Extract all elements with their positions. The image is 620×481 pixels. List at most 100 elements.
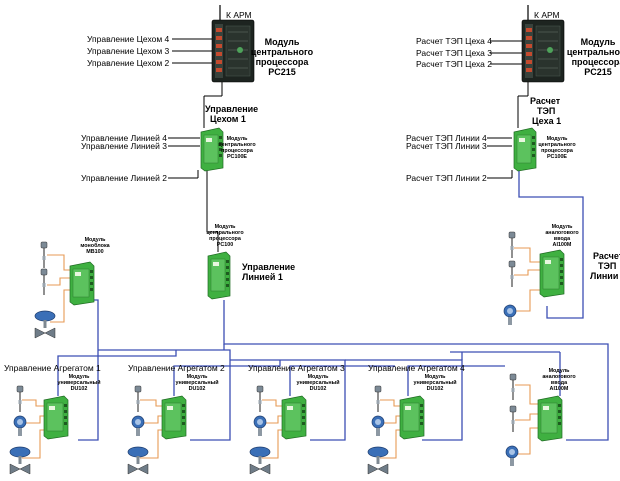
right-shop1-line-3: Цеха 1 [532,116,561,126]
right-pc100e-line-4: PC100E [547,154,567,160]
left-pc215-line-4: PC215 [268,67,296,77]
right-ai-transmitter-icon [503,304,517,325]
left-shop1-line-2: Цехом 1 [210,114,246,124]
aggregate-3-title: Управление Агрегатом 3 [248,363,345,373]
aggregate-4-title: Управление Агрегатом 4 [368,363,465,373]
left-pc100e-line-2: центрального [218,142,256,148]
right-ai-sensor-2-icon [508,260,516,287]
left-shop1-line-1: Управление [205,104,258,114]
left-pc100-line-3: процессора [209,236,242,242]
left-arm-label: К АРМ [226,10,252,20]
aggregate-1-du102-module [43,395,69,440]
right-shop-input-2: Расчет ТЭП Цеха 2 [416,59,492,69]
right-ai-sensor-1-icon [508,231,516,258]
mb100-sensor-1-icon [40,241,48,268]
right-pc215-line-4: PC215 [584,67,612,77]
left-shop-input-3: Управление Цехом 3 [87,46,170,56]
right-line-input-4: Расчет ТЭП Линии 4 [406,133,487,143]
right-line1-line-1: Расчет [593,251,620,261]
right-pc215-line-2: центрального [567,47,620,57]
aggregate-2-title: Управление Агрегатом 2 [128,363,225,373]
right-ai100m-line-3: ввода [554,236,571,242]
left-line1-line-2: Линией 1 [242,272,283,282]
left-pc100-line-4: PC100 [217,242,233,248]
left-line1-line-1: Управление [242,262,295,272]
aggregate-4-module-label: Модуль универсальный DU102 [413,374,456,392]
agg1-mod-line-2: универсальный [57,379,100,386]
right-pc100e-line-3: процессора [541,148,574,154]
bottom-ai-line-3: ввода [551,380,568,386]
right-shop-input-3: Расчет ТЭП Цеха 3 [416,48,492,58]
right-shop-input-4: Расчет ТЭП Цеха 4 [416,36,492,46]
agg1-mod-line-3: DU102 [71,386,88,392]
labels: К АРМ Управление Цехом 4 Управление Цехо… [4,10,620,392]
left-pc100-label: Модуль центрального процессора PC100 [206,224,244,248]
aggregate-4-du102-module [399,395,425,440]
left-pc215-line-3: процессора [256,57,310,67]
left-shop-input-4: Управление Цехом 4 [87,34,170,44]
right-ai100m-line-4: AI100M [553,242,572,248]
right-pc100e-module [513,127,537,172]
mb100-sensor-2-icon [40,268,48,295]
aggregate-3-transmitter-icon [253,415,267,436]
left-pc100e-line-1: Модуль [227,136,249,142]
right-arm-label: К АРМ [534,10,560,20]
aggregate-3-sensor-icon [256,385,264,412]
left-pc100e-module [200,127,224,172]
bottom-ai-line-4: AI100M [550,386,569,392]
bottom-ai-sensor-2-icon [509,405,517,432]
bottom-ai100m-label: Модуль аналогового ввода AI100M [542,368,576,392]
right-ai100m-module [539,249,565,298]
left-pc100e-line-4: PC100E [227,154,247,160]
left-pc100-line-2: центрального [206,230,244,236]
right-line-input-3: Расчет ТЭП Линии 3 [406,141,487,151]
aggregate-3-valve-icon [249,446,271,475]
bottom-ai-line-2: аналогового [542,374,576,380]
connection-lines [22,5,609,459]
aggregate-1-valve-icon [9,446,31,475]
left-pc100-module [207,251,231,300]
aggregate-2-transmitter-icon [131,415,145,436]
agg3-mod-line-1: Модуль [308,374,330,380]
aggregate-2-valve-icon [127,446,149,475]
aggregate-4-transmitter-icon [371,415,385,436]
right-shop1-line-2: ТЭП [537,106,555,116]
agg2-mod-line-1: Модуль [187,374,209,380]
bottom-ai-sensor-1-icon [509,373,517,400]
bottom-ai-transmitter-icon [505,445,519,466]
left-line-input-2: Управление Линией 2 [81,173,167,183]
devices [9,19,565,475]
bottom-ai100m-module [537,395,563,442]
right-line1-line-3: Линии 1 [590,271,620,281]
mb100-line-2: моноблока [80,242,110,249]
agg4-mod-line-3: DU102 [427,386,444,392]
mb100-line-1: Модуль [85,237,107,243]
left-pc215-label: Модуль центрального процессора PC215 [251,37,314,77]
mb100-valve-icon [34,310,56,339]
agg2-mod-line-2: универсальный [175,379,218,386]
aggregate-2-sensor-icon [134,385,142,412]
aggregate-2-module-label: Модуль универсальный DU102 [175,374,218,392]
right-line-input-2: Расчет ТЭП Линии 2 [406,173,487,183]
aggregate-4-valve-icon [367,446,389,475]
right-pc100e-line-2: центрального [538,142,576,148]
aggregate-4-sensor-icon [374,385,382,412]
agg1-mod-line-1: Модуль [69,374,91,380]
aggregate-1-module-label: Модуль универсальный DU102 [57,374,100,392]
aggregate-2-du102-module [161,395,187,440]
agg4-mod-line-2: универсальный [413,379,456,386]
left-pc215-module [211,19,255,83]
left-line-input-4: Управление Линией 4 [81,133,167,143]
left-pc100e-line-3: процессора [221,148,254,154]
aggregate-3-module-label: Модуль универсальный DU102 [296,374,339,392]
left-pc100-line-1: Модуль [215,224,237,230]
left-shop-input-2: Управление Цехом 2 [87,58,170,68]
left-pc215-line-1: Модуль [265,37,300,47]
right-pc100e-label: Модуль центрального процессора PC100E [538,136,576,160]
mb100-module [69,261,95,306]
right-ai100m-line-2: аналогового [545,230,579,236]
mb100-line-3: MB100 [86,249,103,255]
agg3-mod-line-2: универсальный [296,379,339,386]
agg3-mod-line-3: DU102 [310,386,327,392]
